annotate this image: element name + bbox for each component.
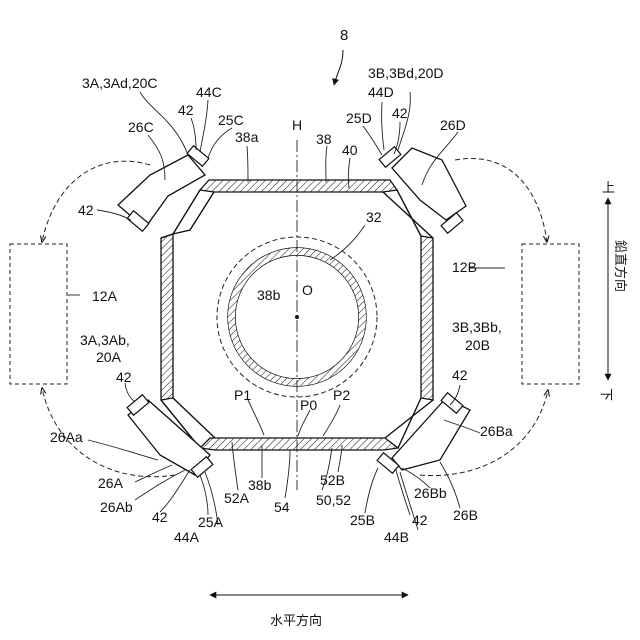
label-38b-bottom: 38b — [248, 477, 272, 493]
label-52A: 52A — [224, 490, 250, 506]
label-26Ab: 26Ab — [100, 499, 133, 515]
label-3B-3Bd-20D: 3B,3Bd,20D — [368, 65, 444, 81]
port-lower-left — [127, 395, 213, 478]
leader-lines — [68, 92, 505, 530]
label-42-a2: 42 — [152, 509, 168, 525]
label-42-c: 42 — [178, 102, 194, 118]
label-38b-center: 38b — [257, 287, 281, 303]
label-42-left: 42 — [78, 202, 94, 218]
label-vertical-direction: 鉛直方向 — [612, 240, 628, 292]
label-H: H — [292, 117, 302, 133]
label-20B: 20B — [465, 337, 490, 353]
label-54: 54 — [274, 499, 290, 515]
label-12B: 12B — [452, 259, 477, 275]
label-3B-3Bb: 3B,3Bb, — [452, 319, 502, 335]
label-26Aa: 26Aa — [50, 429, 83, 445]
label-38-top: 38 — [316, 131, 332, 147]
label-44C: 44C — [196, 84, 222, 100]
label-25A: 25A — [198, 514, 224, 530]
label-44B: 44B — [384, 529, 409, 545]
label-42-b: 42 — [452, 367, 468, 383]
label-20A: 20A — [96, 349, 122, 365]
label-52B: 52B — [320, 472, 345, 488]
figure-number: 8 — [340, 27, 348, 44]
label-26Bb: 26Bb — [414, 485, 447, 501]
label-26Ba: 26Ba — [480, 423, 513, 439]
label-42-a: 42 — [116, 369, 132, 385]
label-O: O — [302, 282, 313, 298]
label-vertical-up: 上 — [602, 181, 615, 196]
label-3A-3Ad-20C: 3A,3Ad,20C — [82, 75, 158, 91]
dashed-arrow-upper-right — [455, 158, 547, 242]
label-P2: P2 — [333, 387, 350, 403]
label-26D: 26D — [440, 117, 466, 133]
label-40: 40 — [342, 142, 358, 158]
label-42-b2: 42 — [412, 512, 428, 528]
box-12B — [522, 244, 579, 384]
label-26A: 26A — [98, 475, 124, 491]
label-25C: 25C — [218, 112, 244, 128]
label-26B: 26B — [453, 507, 478, 523]
box-12A — [10, 244, 67, 384]
label-44D: 44D — [368, 84, 394, 100]
label-44A: 44A — [174, 529, 200, 545]
label-32: 32 — [366, 209, 382, 225]
port-upper-left — [118, 146, 209, 232]
label-50-52: 50,52 — [316, 492, 351, 508]
label-vertical-down: 下 — [598, 388, 613, 401]
label-P0: P0 — [300, 397, 317, 413]
label-horizontal-direction: 水平方向 — [270, 613, 322, 629]
label-25D: 25D — [346, 110, 372, 126]
label-3A-3Ab: 3A,3Ab, — [80, 332, 130, 348]
label-26C: 26C — [128, 119, 154, 135]
figure-pointer-arrow — [334, 50, 343, 85]
label-42-d: 42 — [392, 105, 408, 121]
label-38a: 38a — [235, 129, 259, 145]
label-12A: 12A — [92, 288, 118, 304]
label-25B: 25B — [350, 512, 375, 528]
label-P1: P1 — [234, 387, 251, 403]
